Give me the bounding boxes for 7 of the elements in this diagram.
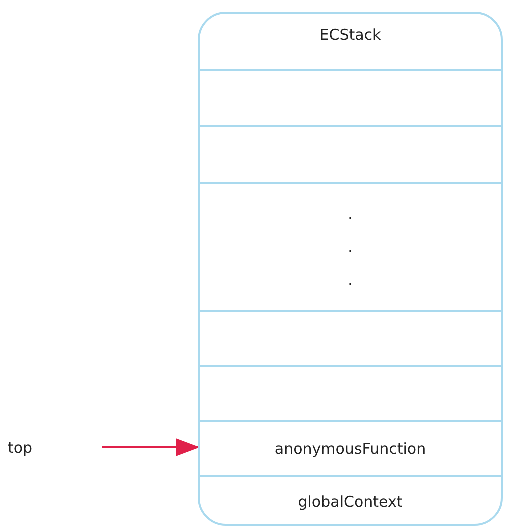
pointer-label: top [8, 430, 102, 466]
frame-label: globalContext [298, 492, 403, 510]
stack-frame [198, 12, 503, 526]
ellipsis-mark: . . . [348, 204, 354, 290]
frame-label: anonymousFunction [274, 440, 426, 458]
stack-title: ECStack [320, 26, 382, 44]
arrow [102, 438, 200, 456]
